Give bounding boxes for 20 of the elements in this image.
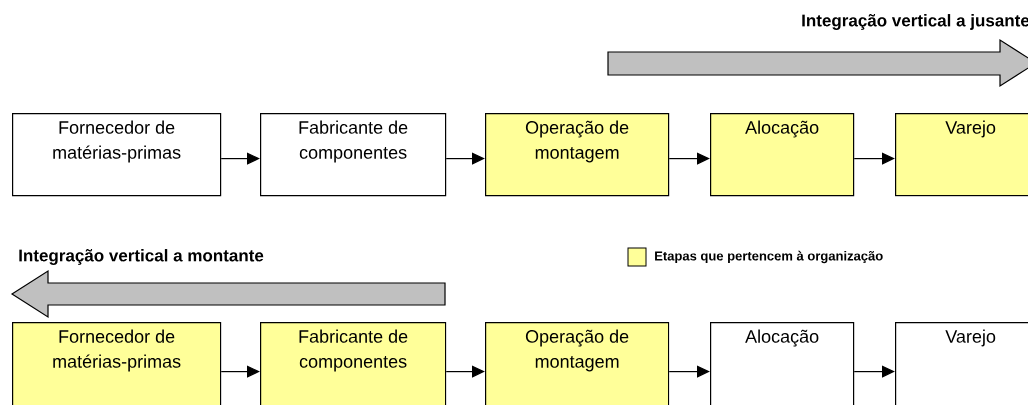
process-box: Operação de montagem — [485, 113, 670, 197]
process-box: Fornecedor de matérias-primas — [12, 322, 222, 405]
process-box: Fabricante de componentes — [260, 322, 447, 405]
process-box: Varejo — [895, 113, 1028, 197]
process-box: Operação de montagem — [485, 322, 670, 405]
legend-text: Etapas que pertencem à organização — [655, 250, 883, 264]
arrow — [853, 365, 895, 378]
process-box: Alocação — [710, 113, 855, 197]
arrow — [668, 365, 710, 378]
arrow — [220, 152, 260, 165]
heading-text: Integração vertical a montante — [19, 249, 264, 265]
process-box: Varejo — [895, 322, 1028, 405]
arrow — [853, 152, 895, 165]
arrow — [220, 365, 260, 378]
arrow — [445, 152, 485, 165]
process-box: Fabricante de componentes — [260, 113, 447, 197]
arrow — [445, 365, 485, 378]
process-box: Fornecedor de matérias-primas — [12, 113, 222, 197]
process-box: Alocação — [710, 322, 855, 405]
arrow — [668, 152, 710, 165]
